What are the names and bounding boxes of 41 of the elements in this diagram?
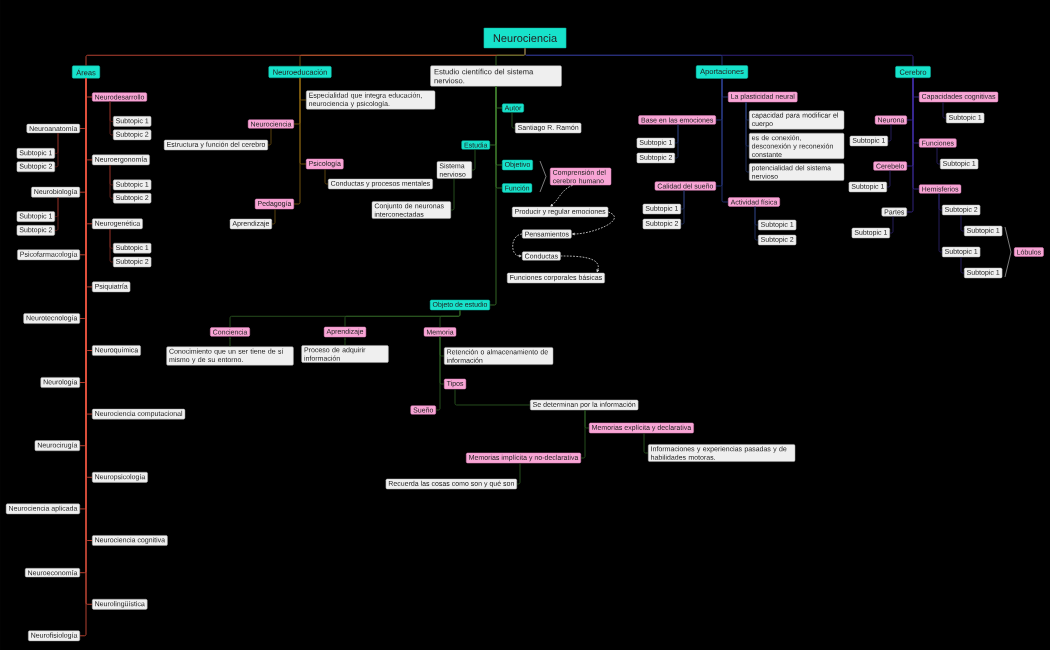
connector-line xyxy=(886,170,891,188)
central-topic-box: Neurociencia xyxy=(483,27,567,49)
connector-line xyxy=(680,190,685,225)
connector-line xyxy=(942,101,947,119)
connector-line xyxy=(109,101,114,136)
connector-line xyxy=(960,214,965,232)
connector-line xyxy=(674,124,679,159)
connector-line xyxy=(109,164,114,199)
dashed-arrow xyxy=(550,184,574,207)
connector-line xyxy=(516,462,521,485)
connector-line xyxy=(324,168,329,185)
connector-line xyxy=(229,336,231,347)
connector-line xyxy=(109,228,114,263)
connector-line xyxy=(511,112,516,129)
connector-line xyxy=(450,178,455,211)
connector-line xyxy=(454,388,531,406)
connector-line xyxy=(495,47,526,66)
connector-line xyxy=(754,206,759,241)
connector-line xyxy=(54,197,59,231)
connector-line xyxy=(715,78,723,187)
connector-line xyxy=(54,132,59,168)
connector-line xyxy=(344,336,346,346)
connector-line xyxy=(887,124,892,142)
connector-line xyxy=(906,77,914,213)
connector-line xyxy=(293,77,301,205)
dashed-arrow xyxy=(560,255,600,273)
connector-line xyxy=(938,193,943,253)
connector-line xyxy=(960,256,965,274)
connector-line xyxy=(745,101,750,173)
connector-line xyxy=(271,208,276,225)
connector-line xyxy=(936,147,941,165)
connector-line xyxy=(439,309,461,328)
dashed-arrow xyxy=(512,233,523,258)
connector-line xyxy=(267,128,272,146)
connector-line xyxy=(580,409,586,459)
dashed-arrow xyxy=(572,211,615,236)
connector-line xyxy=(435,336,441,411)
connector-line xyxy=(471,149,476,171)
connector-line xyxy=(889,216,894,234)
connector-line xyxy=(489,86,497,306)
connector-line xyxy=(643,432,649,454)
